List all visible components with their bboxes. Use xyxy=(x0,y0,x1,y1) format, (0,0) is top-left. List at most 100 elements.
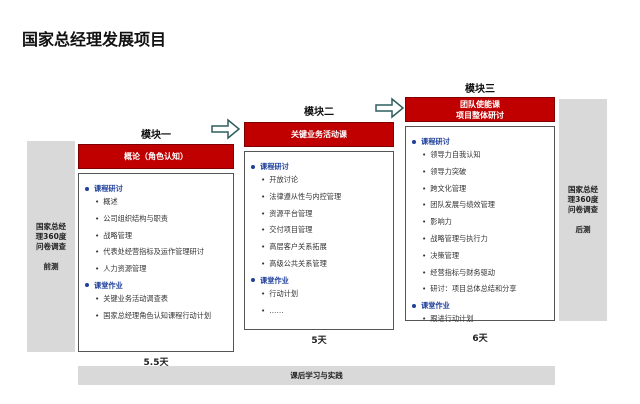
bullet-icon: • xyxy=(261,258,266,268)
module-header: 团队使能课项目整体研讨 xyxy=(405,97,555,122)
list-item-text: 经营指标与财务驱动 xyxy=(430,267,495,277)
bullet-icon: • xyxy=(422,250,427,260)
list-item: •公司组织结构与职责 xyxy=(95,214,227,224)
section-title: 课堂作业 xyxy=(260,275,289,285)
list-item-text: …… xyxy=(269,305,284,315)
bullet-icon xyxy=(85,283,89,288)
module-header-line: 项目整体研讨 xyxy=(456,110,504,120)
section-heading: 课程研讨 xyxy=(412,137,548,147)
list-item: •开放讨论 xyxy=(261,175,387,185)
list-item-text: 人力资源管理 xyxy=(103,264,147,274)
list-item: •经营指标与财务驱动 xyxy=(422,268,548,278)
section-heading: 课程研讨 xyxy=(251,162,387,172)
bullet-icon: • xyxy=(261,175,266,184)
pre-line: 理360度 xyxy=(35,231,67,241)
list-item-text: 行动计划 xyxy=(269,288,299,298)
bullet-icon xyxy=(251,164,255,169)
list-item-text: 开放讨论 xyxy=(269,175,299,184)
list-item-text: 领导力自我认知 xyxy=(430,150,481,159)
list-item: •跟进行动计划 xyxy=(422,314,548,324)
bullet-icon: • xyxy=(261,191,266,201)
list-item-text: 团队发展与绩效管理 xyxy=(430,200,495,210)
post-line: 国家总经 xyxy=(568,185,598,194)
list-item-text: 概述 xyxy=(103,197,118,206)
bullet-icon: • xyxy=(261,208,266,218)
list-item: •领导力自我认知 xyxy=(422,150,548,160)
module-duration: 6天 xyxy=(472,334,488,344)
section-title: 课程研讨 xyxy=(94,184,123,193)
bullet-icon: • xyxy=(422,314,427,324)
section-heading: 课堂作业 xyxy=(412,301,548,311)
list-item: •决策管理 xyxy=(422,251,548,261)
module-label: 模块一 xyxy=(141,130,171,141)
list-item: •高级公共关系管理 xyxy=(261,259,387,269)
list-item: •法律遵从性与内控管理 xyxy=(261,192,387,202)
bullet-icon: • xyxy=(422,284,427,294)
bullet-icon xyxy=(412,303,416,308)
list-item-text: 交付项目管理 xyxy=(269,225,313,235)
list-item-text: 代表处经营指标及运作管理研讨 xyxy=(103,247,204,257)
bullet-icon: • xyxy=(95,293,100,303)
pre-line: 问卷调查 xyxy=(36,241,66,251)
arrow-right-icon xyxy=(211,118,241,140)
bullet-icon: • xyxy=(422,150,427,159)
bullet-icon: • xyxy=(95,213,100,223)
list-item-text: 跟进行动计划 xyxy=(430,314,474,324)
list-item: •跨文化管理 xyxy=(422,184,548,194)
section-heading: 课堂作业 xyxy=(85,281,227,291)
bullet-icon: • xyxy=(422,233,427,243)
list-item-text: 影响力 xyxy=(430,217,452,227)
section-title: 课堂作业 xyxy=(421,301,450,311)
section-heading: 课堂作业 xyxy=(251,276,387,286)
list-item-text: 决策管理 xyxy=(430,250,460,260)
module-label: 模块三 xyxy=(465,84,495,95)
module-header-line: 概论（角色认知） xyxy=(124,152,188,161)
bullet-icon: • xyxy=(422,183,427,193)
bullet-icon: • xyxy=(261,288,266,298)
bullet-icon xyxy=(251,278,255,283)
bullet-icon: • xyxy=(95,310,100,320)
list-item-text: 关键业务活动调查表 xyxy=(103,293,168,303)
list-item-text: 战略管理与执行力 xyxy=(430,233,488,243)
list-item-text: 公司组织结构与职责 xyxy=(103,213,168,223)
module-header: 概论（角色认知） xyxy=(78,144,234,169)
post-line: 问卷调查 xyxy=(568,205,598,214)
module-content: 课程研讨•概述•公司组织结构与职责•战略管理•代表处经营指标及运作管理研讨•人力… xyxy=(78,173,234,352)
pre-tag: 前测 xyxy=(43,261,59,271)
bullet-icon: • xyxy=(95,264,100,274)
module-label: 模块二 xyxy=(304,107,334,118)
module-header-line: 团队使能课 xyxy=(460,99,500,109)
list-item: •关键业务活动调查表 xyxy=(95,294,227,304)
list-item: •行动计划 xyxy=(261,289,387,299)
post-tag: 后测 xyxy=(575,225,591,234)
section-heading: 课程研讨 xyxy=(85,184,227,194)
list-item: •团队发展与绩效管理 xyxy=(422,200,548,210)
bullet-icon: • xyxy=(95,197,100,206)
list-item: •国家总经理角色认知课程行动计划 xyxy=(95,311,227,321)
list-item-text: 领导力突破 xyxy=(430,166,467,176)
list-item: •战略管理 xyxy=(95,231,227,241)
post-assessment: 国家总经 理360度 问卷调查 后测 xyxy=(559,99,607,321)
section-title: 课程研讨 xyxy=(421,137,450,146)
list-item: •代表处经营指标及运作管理研讨 xyxy=(95,247,227,257)
bullet-icon: • xyxy=(422,217,427,227)
list-item-text: 法律遵从性与内控管理 xyxy=(269,191,342,201)
bullet-icon xyxy=(85,186,89,191)
module-content: 课程研讨•领导力自我认知•领导力突破•跨文化管理•团队发展与绩效管理•影响力•战… xyxy=(405,126,555,324)
page-title: 国家总经理发展项目 xyxy=(22,30,167,49)
module-header-line: 关键业务活动课 xyxy=(291,130,347,139)
list-item: •…… xyxy=(261,306,387,316)
footer-bar: 课后学习与实践 xyxy=(78,366,555,385)
bullet-icon xyxy=(412,139,416,144)
pre-line: 国家总经 xyxy=(36,221,66,231)
section-title: 课堂作业 xyxy=(94,280,123,290)
list-item: •研讨：项目总体总结和分享 xyxy=(422,284,548,294)
list-item: •概述 xyxy=(95,197,227,207)
bullet-icon: • xyxy=(422,166,427,176)
list-item: •高层客户关系拓展 xyxy=(261,242,387,252)
list-item: •领导力突破 xyxy=(422,167,548,177)
bullet-icon: • xyxy=(261,305,266,315)
post-line: 理360度 xyxy=(567,195,599,204)
bullet-icon: • xyxy=(261,242,266,252)
list-item: •影响力 xyxy=(422,217,548,227)
